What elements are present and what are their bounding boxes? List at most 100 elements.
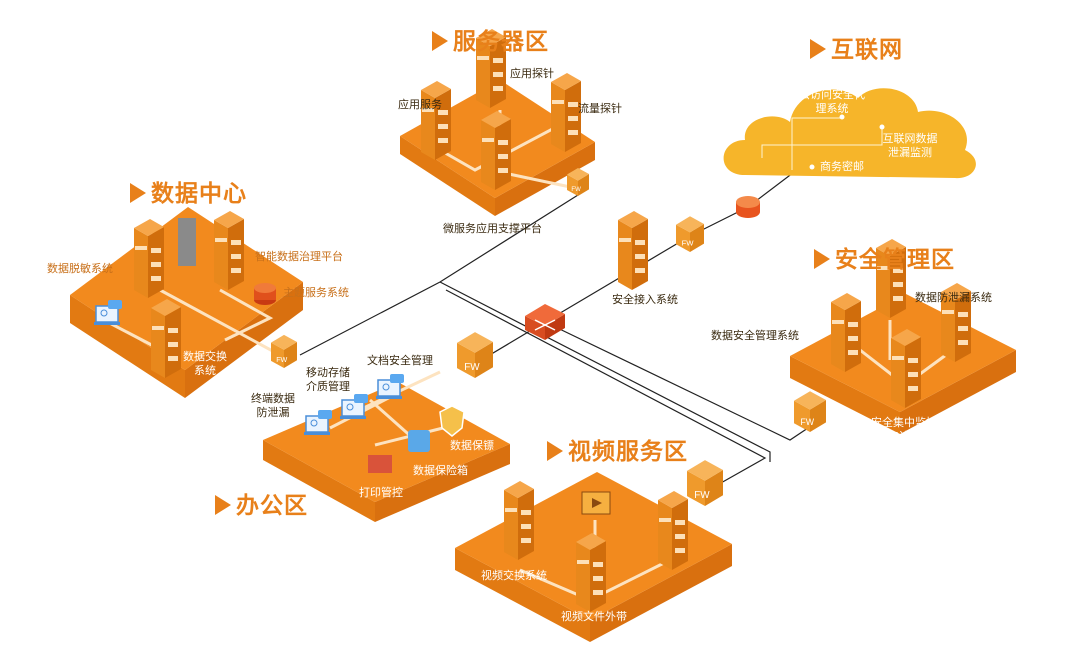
server-secure-access-stripe [635,240,645,245]
triangle-icon [130,183,146,203]
server-secure-access-left-face [618,220,632,290]
server-soc-stripe [908,386,918,391]
label-data-safe: 数据保险箱 [413,464,468,477]
firewall-datacenter-top [271,334,297,350]
server-data-sec-mgmt-label-plate [942,310,954,314]
server-video-exchange-a-left-face [504,490,518,560]
zone-title-security: 安全管理区 [814,240,955,274]
label-data-masking: 数据脱敏系统 [47,262,113,275]
triangle-icon [814,249,830,269]
firewall-label: FW [682,239,695,248]
firewall-server-right-face [578,174,589,196]
server-video-exchange-a-stripe [521,524,531,529]
server-data-exchange-left-face [151,308,165,378]
label-microservice-platform: 微服务应用支撑平台 [443,222,542,235]
server-dlp-stripe [893,296,903,301]
label-print-control: 打印管控 [359,486,403,499]
server-video-exchange-b-left-face [658,500,672,570]
cloud-node [879,124,885,130]
server-dlp-a-label-plate [832,320,844,324]
zone-title-server: 服务器区 [432,22,549,56]
server-data-sec-mgmt-stripe [958,312,968,317]
zone-title-text: 数据中心 [151,181,247,207]
server-video-exchange-a-stripe [521,538,531,543]
server-dlp-left-face [876,248,890,318]
office-laptop-media-chat-bubble [354,394,368,403]
office-wire [369,398,416,442]
server-data-masking-left-face [134,228,148,298]
firewall-office-top [457,332,493,353]
server-video-exchange-a-label-plate [505,508,517,512]
zone-title-office: 办公区 [215,486,308,520]
office-laptop-media-user [346,403,354,411]
label-traffic-probe: 流量探针 [578,102,622,115]
cloud-line-a [791,117,842,170]
server-dlp-top [876,239,906,256]
dc-laptop-user [100,309,108,317]
server-app-service-stripe [438,138,448,143]
office-laptop-media-base [340,416,366,419]
server-data-masking-label-plate [135,246,147,250]
platform-video-left-face [455,548,590,642]
server-video-exchange-b-label-plate [659,518,671,522]
server-data-masking-stripe [151,248,161,253]
server-video-file-stripe [593,576,603,581]
server-microservice-left-face [481,120,495,190]
cloud-node [809,164,815,170]
server-soc-left-face [891,338,905,408]
server-data-governance-label-plate [215,238,227,242]
server-video-file-stripe [593,590,603,595]
zone-title-text: 办公区 [236,493,308,519]
server-data-masking-stripe [151,262,161,267]
firewall-video-left-face [687,470,705,506]
server-traffic-probe-label-plate [552,100,564,104]
server-video-file-top [576,533,606,550]
label-business-mail: 商务密邮 [820,160,864,173]
play-icon [592,498,602,508]
cloud-node [839,114,845,120]
platform-video-right-face [590,544,732,642]
zone-title-video: 视频服务区 [547,432,688,466]
platform-datacenter-right-face [185,282,303,398]
server-traffic-probe-left-face [551,82,565,152]
router-mark [534,319,556,331]
link-trunk-a [439,281,771,462]
dc-laptop-chat-bubble [108,300,122,309]
office-laptop-doc-chat-bubble [390,374,404,383]
server-microservice-top [481,111,511,128]
label-doc-security: 文档安全管理 [367,354,433,367]
label-removable-media: 移动存储介质管理 [306,366,350,393]
server-video-exchange-b-top [658,491,688,508]
server-data-exchange-top [151,299,181,316]
platform-security-right-face [900,350,1016,434]
server-data-governance-top [214,211,244,228]
firewall-video-right-face [705,470,723,506]
label-app-probe: 应用探针 [510,67,554,80]
link-router-security [544,321,809,441]
server-app-probe-stripe [493,72,503,77]
server-secure-access-label-plate [619,238,631,242]
firewall-office-left-face [457,342,475,378]
server-dlp-stripe [893,282,903,287]
firewall-access-right-face [690,224,704,252]
dc-wire [159,288,281,357]
server-data-sec-mgmt-top [941,283,971,300]
label-casb: 云访问安全代理系统 [799,88,865,115]
firewall-label: FW [800,417,814,427]
server-app-probe-left-face [476,38,490,108]
firewall-security-right-face [810,400,826,432]
label-endpoint-dlp: 终端数据防泄漏 [251,392,295,419]
printer-icon [368,455,392,473]
server-data-governance-stripe [231,240,241,245]
server-microservice-stripe [498,140,508,145]
label-topic-service: 主题服务系统 [283,286,349,299]
server-app-probe-stripe [493,58,503,63]
link-router-access [544,235,691,323]
server-dlp-a-stripe [848,350,858,355]
triangle-icon [547,441,563,461]
server-secure-access-top [618,211,648,228]
office-laptop-doc-base [376,396,402,399]
label-leak-monitor: 互联网数据泄漏监测 [882,132,938,159]
